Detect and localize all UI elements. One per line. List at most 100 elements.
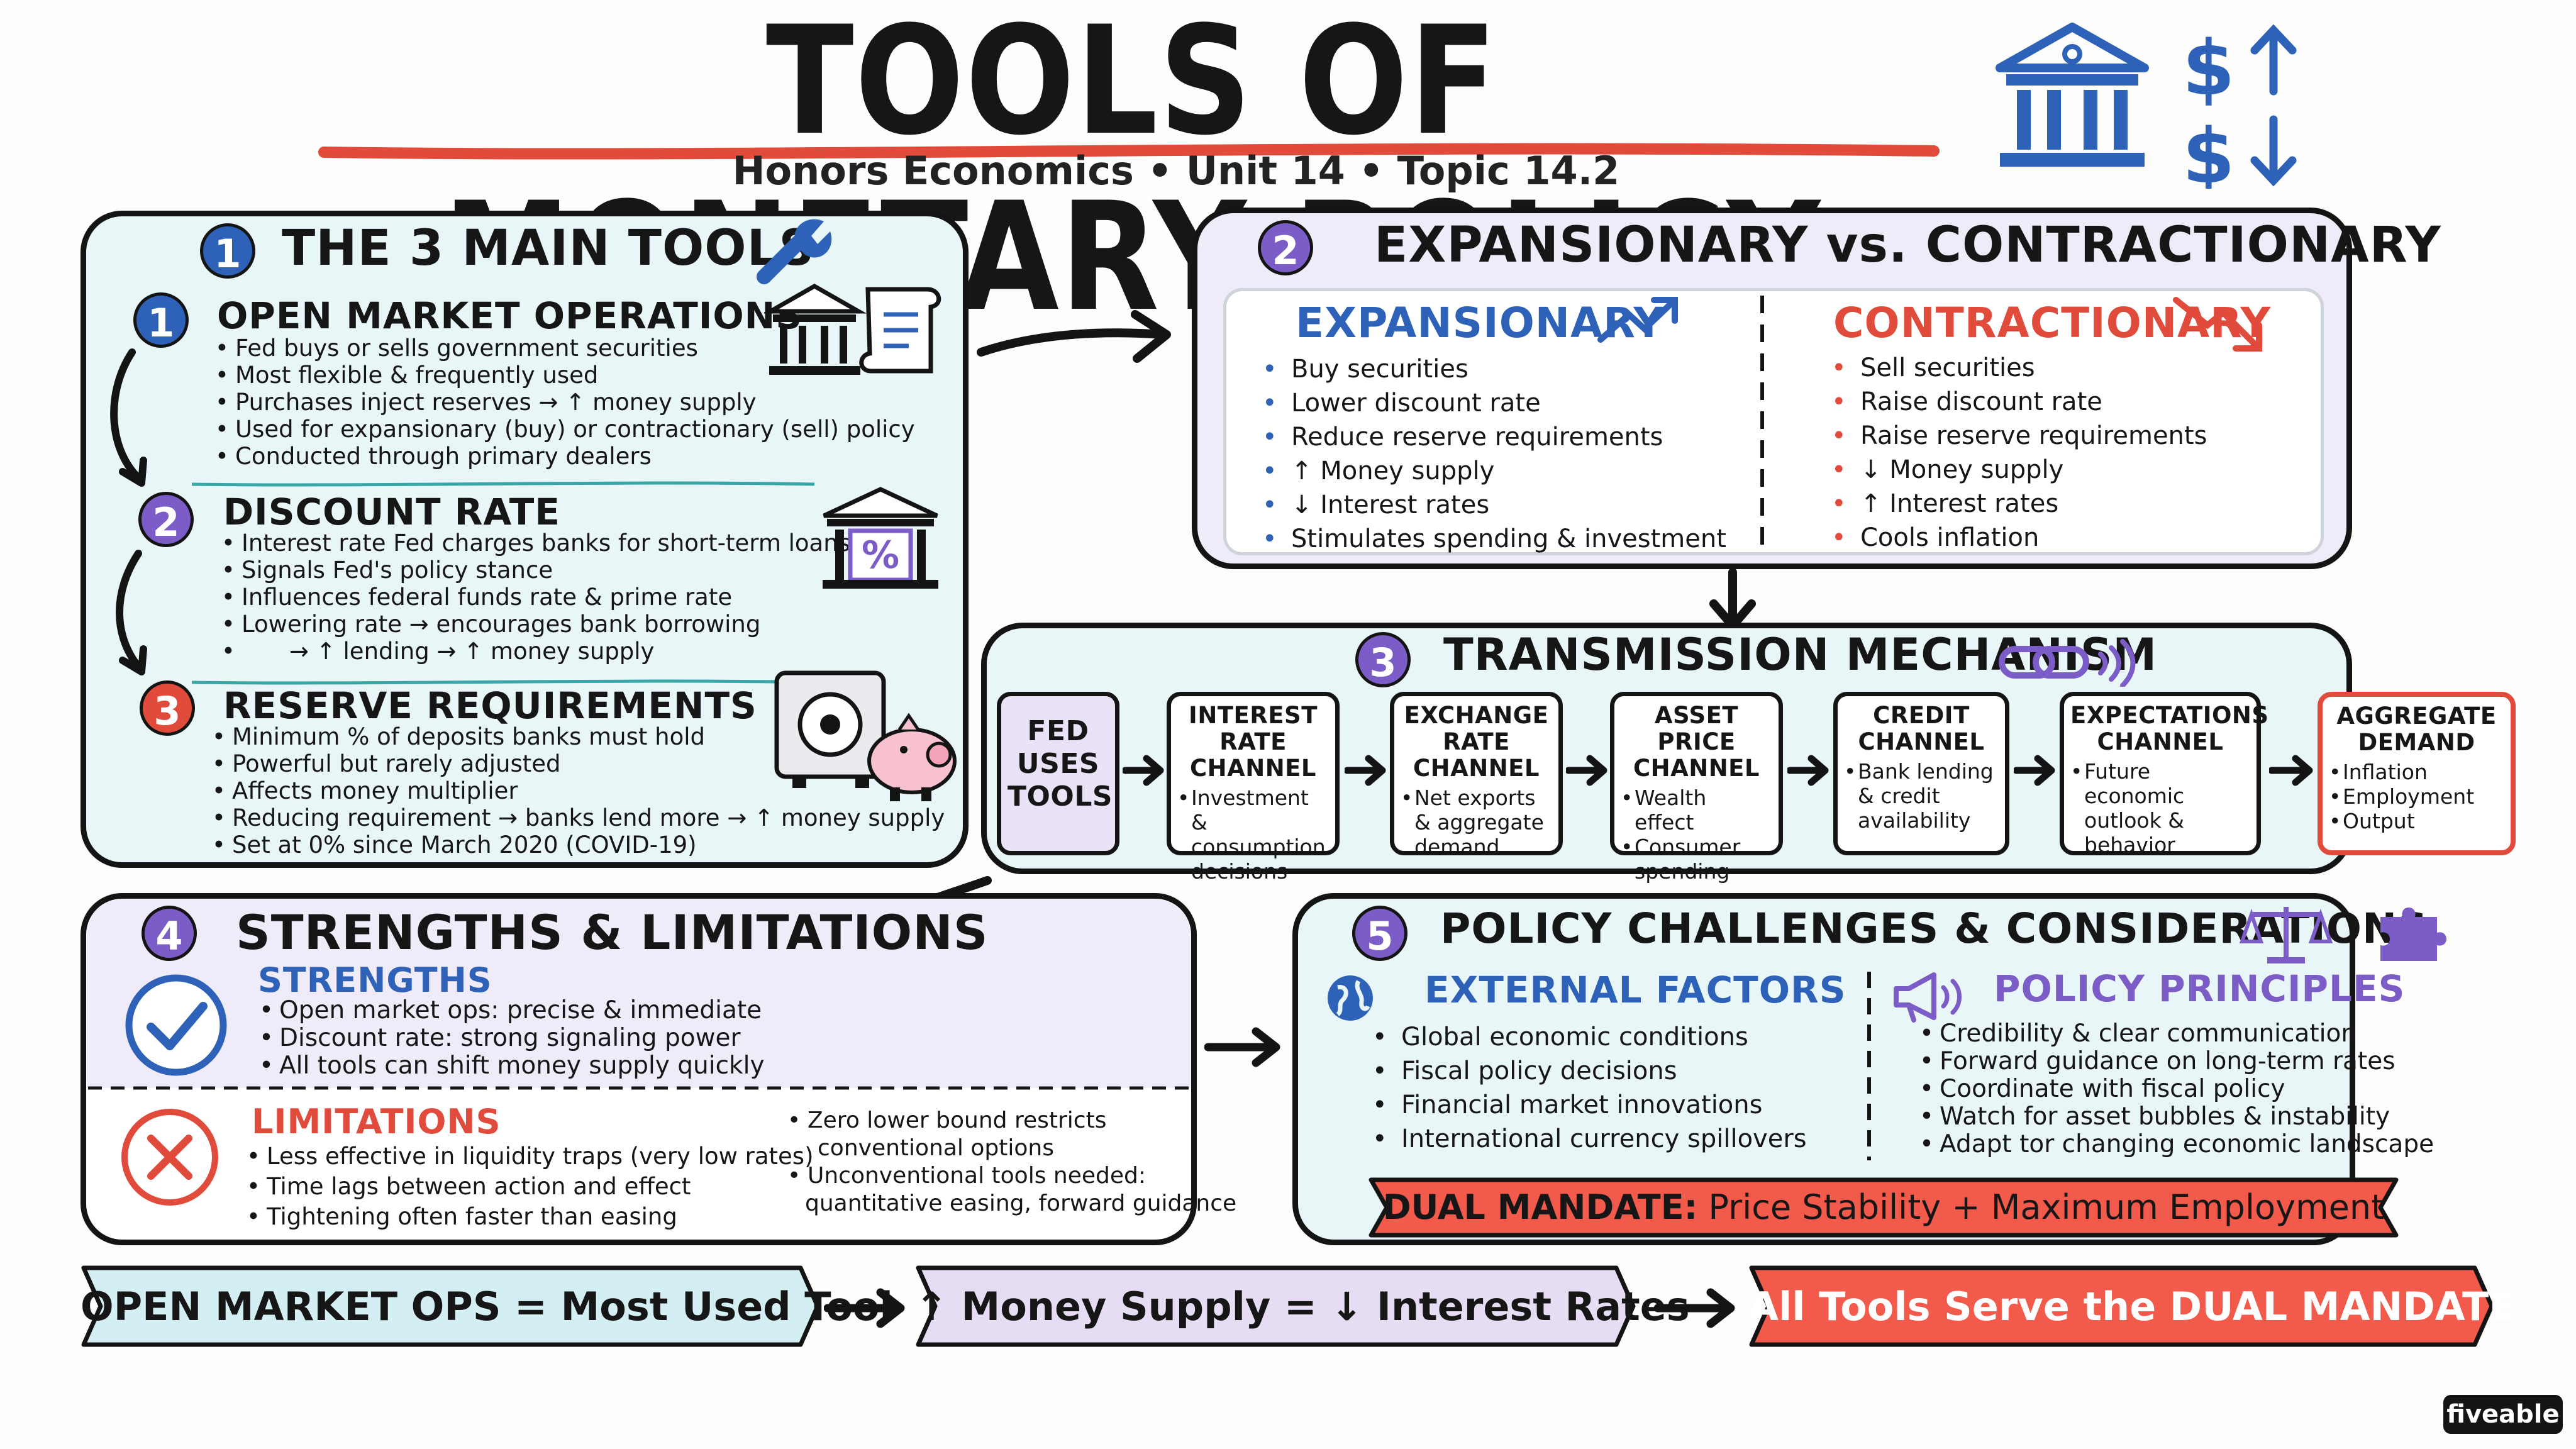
dashed-divider <box>1760 296 1764 547</box>
banner-most-used-tool: OPEN MARKET OPS = Most Used Tool <box>80 1284 893 1330</box>
bullet: Tightening often faster than easing <box>245 1202 814 1232</box>
bullet: Lowering rate → encourages bank borrowin… <box>220 611 850 638</box>
bullet: Raise discount rate <box>1830 385 2207 419</box>
bullet: Net exports & aggregate demand <box>1401 786 1552 859</box>
scales-icon <box>2239 907 2333 963</box>
bullet: Time lags between action and effect <box>245 1172 814 1202</box>
box-title: EXPECTATIONS CHANNEL <box>2070 702 2269 755</box>
bullet: Employment <box>2329 784 2504 809</box>
divider <box>191 481 815 487</box>
flow-arrow <box>2269 755 2313 786</box>
bullet: International currency spillovers <box>1371 1122 1807 1156</box>
flow-arrows-left <box>110 348 147 675</box>
flow-arrow <box>1787 755 1829 786</box>
tool-bullets-discount-rate: Interest rate Fed charges banks for shor… <box>220 530 850 665</box>
strengths-list: Open market ops: precise & immediate Dis… <box>258 997 765 1080</box>
bullet: Global economic conditions <box>1371 1020 1807 1054</box>
dashed-divider <box>88 1086 1189 1090</box>
box-title: AGGREGATE DEMAND <box>2336 702 2497 756</box>
box-interest-rate-channel: INTEREST RATE CHANNEL Investment & consu… <box>1167 692 1340 884</box>
bullet-continuation: quantitative easing, forward guidance <box>805 1191 1237 1216</box>
flow-arrow <box>2014 755 2055 786</box>
bullet: Minimum % of deposits banks must hold <box>211 723 945 750</box>
bullet: Open market ops: precise & immediate <box>258 997 765 1025</box>
svg-text:$: $ <box>2182 113 2235 189</box>
banner-money-supply: ↑ Money Supply = ↓ Interest Rates <box>915 1284 1690 1330</box>
bullet: Consumer spending <box>1621 835 1772 884</box>
arrow-right <box>1654 1288 1735 1328</box>
contractionary-list: Sell securities Raise discount rate Rais… <box>1830 351 2207 555</box>
banner-shape <box>1749 1265 2494 1347</box>
dual-mandate-label: DUAL MANDATE: <box>1382 1187 1698 1227</box>
bullet: Powerful but rarely adjusted <box>211 750 945 777</box>
section-number-2: 2 <box>1258 220 1313 275</box>
title-underline <box>318 143 1940 160</box>
flow-arrow <box>1566 755 1607 786</box>
strengths-subtitle: STRENGTHS <box>258 960 492 1000</box>
bullet: Investment & consumption decisions <box>1177 786 1329 884</box>
box-credit-channel: CREDIT CHANNEL Bank lending & credit ava… <box>1833 692 2009 855</box>
dollar-arrows-icon: $ $ <box>2182 24 2297 189</box>
megaphone-icon <box>1894 972 1962 1023</box>
tools-title: THE 3 MAIN TOOLS <box>282 220 815 277</box>
bullet: Set at 0% since March 2020 (COVID-19) <box>211 831 945 858</box>
tool-bullets-reserve-requirements: Minimum % of deposits banks must hold Po… <box>211 723 945 858</box>
tool-number-3: 3 <box>140 680 195 736</box>
box-title: ASSET PRICE CHANNEL <box>1633 702 1760 782</box>
limitations-list-right: Zero lower bound restricts conventional … <box>786 1107 1236 1218</box>
tool-title-discount-rate: DISCOUNT RATE <box>223 491 560 533</box>
bullet: Financial market innovations <box>1371 1088 1807 1122</box>
section-number-5: 5 <box>1352 906 1407 961</box>
bullet-continuation: conventional options <box>818 1135 1054 1161</box>
bullet: Signals Fed's policy stance <box>220 557 850 584</box>
arrow-right <box>977 310 1171 363</box>
wrench-icon <box>757 219 832 284</box>
bullet: Adapt tor changing economic landscape <box>1918 1131 2434 1159</box>
bullet: Future economic outlook & behavior <box>2070 759 2250 857</box>
banner-dual-mandate: All Tools Serve the DUAL MANDATE <box>1748 1284 2516 1330</box>
bullet: ↓ Interest rates <box>1261 488 1726 522</box>
bullet: Wealth effect <box>1621 786 1772 835</box>
chain-signal-icon <box>1999 639 2136 687</box>
banner-shape <box>916 1265 1636 1347</box>
bullet: Purchases inject reserves → ↑ money supp… <box>214 389 915 416</box>
checkmark-icon <box>125 974 227 1076</box>
bullet: Discount rate: strong signaling power <box>258 1024 765 1053</box>
tool-title-open-market: OPEN MARKET OPERATIONS <box>217 294 802 337</box>
bullet: Zero lower bound restricts <box>786 1107 1236 1135</box>
strengths-title: STRENGTHS & LIMITATIONS <box>236 904 989 960</box>
bullet: Raise reserve requirements <box>1830 419 2207 453</box>
arrow-right <box>824 1288 905 1328</box>
policy-principles-list: Credibility & clear communication Forwar… <box>1918 1020 2434 1159</box>
dual-mandate-ribbon <box>1368 1177 2399 1238</box>
bullet: Sell securities <box>1830 351 2207 385</box>
puzzle-icon <box>2380 908 2446 961</box>
bullet: Bank lending & credit availability <box>1844 759 1999 833</box>
box-title: INTEREST RATE CHANNEL <box>1189 702 1318 782</box>
bullet: Interest rate Fed charges banks for shor… <box>220 530 850 557</box>
globe-icon <box>1328 975 1373 1021</box>
limitations-subtitle: LIMITATIONS <box>252 1102 501 1141</box>
dual-mandate-text: DUAL MANDATE: Price Stability + Maximum … <box>1368 1176 2399 1239</box>
policy-principles-title: POLICY PRINCIPLES <box>1994 967 2406 1010</box>
divider <box>191 679 815 685</box>
trend-down-icon <box>2173 297 2262 352</box>
bullet: Cools inflation <box>1830 521 2207 555</box>
box-title: CREDIT CHANNEL <box>1858 702 1985 755</box>
tool-title-reserve-requirements: RESERVE REQUIREMENTS <box>223 684 757 727</box>
bullet: Reduce reserve requirements <box>1261 420 1726 454</box>
brand-logo: fiveable <box>2443 1395 2563 1434</box>
bullet: Less effective in liquidity traps (very … <box>245 1141 814 1172</box>
page-subtitle: Honors Economics • Unit 14 • Topic 14.2 <box>732 148 1620 194</box>
box-fed-uses-tools: FED USES TOOLS <box>997 692 1119 855</box>
dashed-divider <box>1867 972 1871 1160</box>
bullet: ↑ Interest rates <box>1830 487 2207 521</box>
banner-shape <box>81 1265 820 1347</box>
compare-title: EXPANSIONARY vs. CONTRACTIONARY <box>1374 217 2441 274</box>
limitations-list: Less effective in liquidity traps (very … <box>245 1141 814 1232</box>
external-factors-list: Global economic conditions Fiscal policy… <box>1371 1020 1807 1156</box>
bullet: Used for expansionary (buy) or contracti… <box>214 416 915 443</box>
bullet: Output <box>2329 809 2504 833</box>
box-expectations-channel: EXPECTATIONS CHANNEL Future economic out… <box>2060 692 2269 857</box>
bullet: → ↑ lending → ↑ money supply <box>220 638 850 665</box>
